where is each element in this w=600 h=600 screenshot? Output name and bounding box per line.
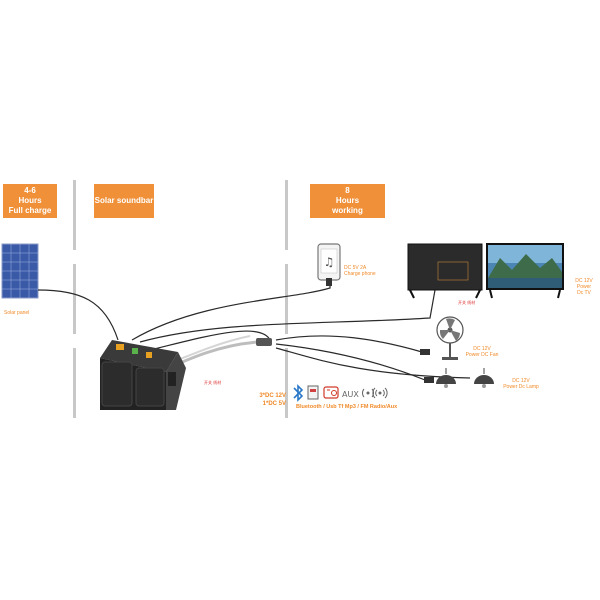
soundbar-icon <box>100 340 186 410</box>
usb-tf-icon <box>307 385 319 400</box>
functions-label: Bluetooth / Usb Tf Mp3 / FM Radio/Aux <box>296 404 398 410</box>
lamp-icon-1 <box>436 368 456 388</box>
lamp-icon-2 <box>474 368 494 388</box>
divider-left <box>73 180 76 420</box>
fan-icon <box>436 316 464 360</box>
cable-note: 开关 线材 <box>204 380 222 385</box>
signal-icon <box>372 387 388 399</box>
phone-label: DC 5V 2A Charge phone <box>344 265 376 277</box>
working-box: 8 Hours working <box>310 184 385 218</box>
fm-wireless-icon <box>362 388 374 398</box>
svg-text:♫: ♫ <box>324 255 335 269</box>
radio-icon <box>323 386 339 399</box>
divider-middle <box>285 180 288 420</box>
bluetooth-icon <box>293 384 304 402</box>
aux-icon: AUX <box>342 390 359 399</box>
lamp-label: DC 12V Power Dc Lamp <box>503 378 539 390</box>
svg-text:AUX: AUX <box>342 390 359 399</box>
outputs-label: 3*DC 12V 1*DC 5V <box>259 393 286 407</box>
solar-panel-icon <box>1 243 39 299</box>
solar-panel-label: Solar panel <box>4 310 30 316</box>
tv-off-icon <box>407 243 483 299</box>
tv-switch-note: 开关 线材 <box>458 300 476 305</box>
phone-icon: ♫ <box>317 243 341 281</box>
tv-on-icon <box>486 243 564 299</box>
soundbar-box: Solar soundbar <box>94 184 154 218</box>
fan-label: DC 12V Power DC Fan <box>465 346 499 358</box>
cables <box>37 280 471 381</box>
dc-connector <box>256 338 272 346</box>
full-charge-box: 4-6 Hours Full charge <box>3 184 57 218</box>
tv-label: DC 12V Power Dc TV <box>575 278 593 296</box>
